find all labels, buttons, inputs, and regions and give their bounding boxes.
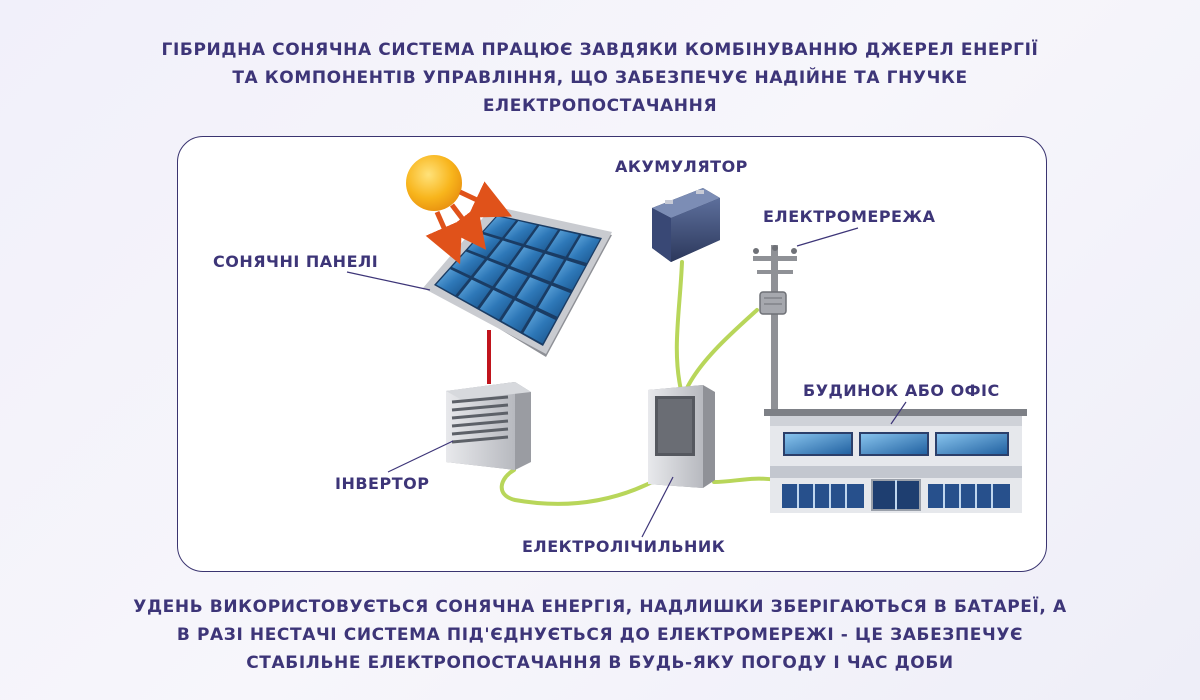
solar-cell (495, 268, 528, 297)
label-building: БУДИНОК АБО ОФІС (803, 381, 1000, 400)
solar-cell (510, 247, 543, 274)
leader-inverter (387, 440, 454, 473)
solar-cell (523, 310, 556, 344)
label-battery: АКУМУЛЯТОР (615, 157, 748, 176)
label-inverter: ІНВЕРТОР (335, 474, 430, 493)
leader-solar-panels (346, 271, 431, 291)
solar-cell (568, 235, 600, 263)
solar-cell (516, 277, 549, 307)
solar-cell (525, 225, 558, 251)
solar-cell (451, 251, 485, 277)
solar-cell (489, 240, 522, 266)
wire-inverter-meter (499, 468, 662, 506)
wire-grid-meter (684, 308, 759, 392)
footer-line-1: УДЕНЬ ВИКОРИСТОВУЄТЬСЯ СОНЯЧНА ЕНЕРГІЯ, … (133, 597, 1067, 617)
utility-pole-icon (753, 245, 797, 415)
label-solar-panels: СОНЯЧНІ ПАНЕЛІ (213, 252, 379, 271)
solar-cell (483, 216, 516, 238)
solar-cell (436, 269, 470, 296)
leader-grid (796, 227, 859, 247)
battery-icon (652, 188, 720, 262)
header-caption: ГІБРИДНА СОНЯЧНА СИСТЕМА ПРАЦЮЄ ЗАВДЯКИ … (0, 36, 1200, 120)
solar-cell (538, 285, 571, 317)
inverter-icon (446, 382, 531, 470)
footer-caption: УДЕНЬ ВИКОРИСТОВУЄТЬСЯ СОНЯЧНА ЕНЕРГІЯ, … (0, 593, 1200, 677)
footer-line-2: В РАЗІ НЕСТАЧІ СИСТЕМА ПІД'ЄДНУЄТЬСЯ ДО … (176, 625, 1024, 645)
solar-cell (531, 253, 564, 282)
building-icon (764, 409, 1027, 513)
solar-cell (479, 290, 513, 320)
solar-cell (458, 279, 491, 308)
label-meter: ЕЛЕКТРОЛІЧИЛЬНИК (522, 537, 726, 556)
solar-cell (547, 230, 579, 257)
meter-icon (648, 385, 715, 488)
solar-panel-icon (423, 206, 612, 357)
leader-meter (641, 476, 674, 538)
leader-lines (346, 227, 907, 538)
solar-cell (473, 260, 507, 287)
wire-meter-building (712, 476, 778, 484)
leader-building (890, 401, 907, 425)
solar-cell (553, 260, 586, 290)
header-line-1: ГІБРИДНА СОНЯЧНА СИСТЕМА ПРАЦЮЄ ЗАВДЯКИ … (161, 40, 1039, 60)
solar-cell (501, 300, 534, 332)
header-line-2: ТА КОМПОНЕНТІВ УПРАВЛІННЯ, ЩО ЗАБЕЗПЕЧУЄ… (232, 68, 968, 88)
header-line-3: ЕЛЕКТРОПОСТАЧАННЯ (482, 96, 718, 116)
label-grid: ЕЛЕКТРОМЕРЕЖА (763, 207, 936, 226)
sun-icon (406, 155, 513, 265)
wire-battery-meter (674, 260, 684, 392)
solar-cell (504, 221, 537, 244)
footer-line-3: СТАБІЛЬНЕ ЕЛЕКТРОПОСТАЧАННЯ В БУДЬ-ЯКУ П… (246, 653, 954, 673)
